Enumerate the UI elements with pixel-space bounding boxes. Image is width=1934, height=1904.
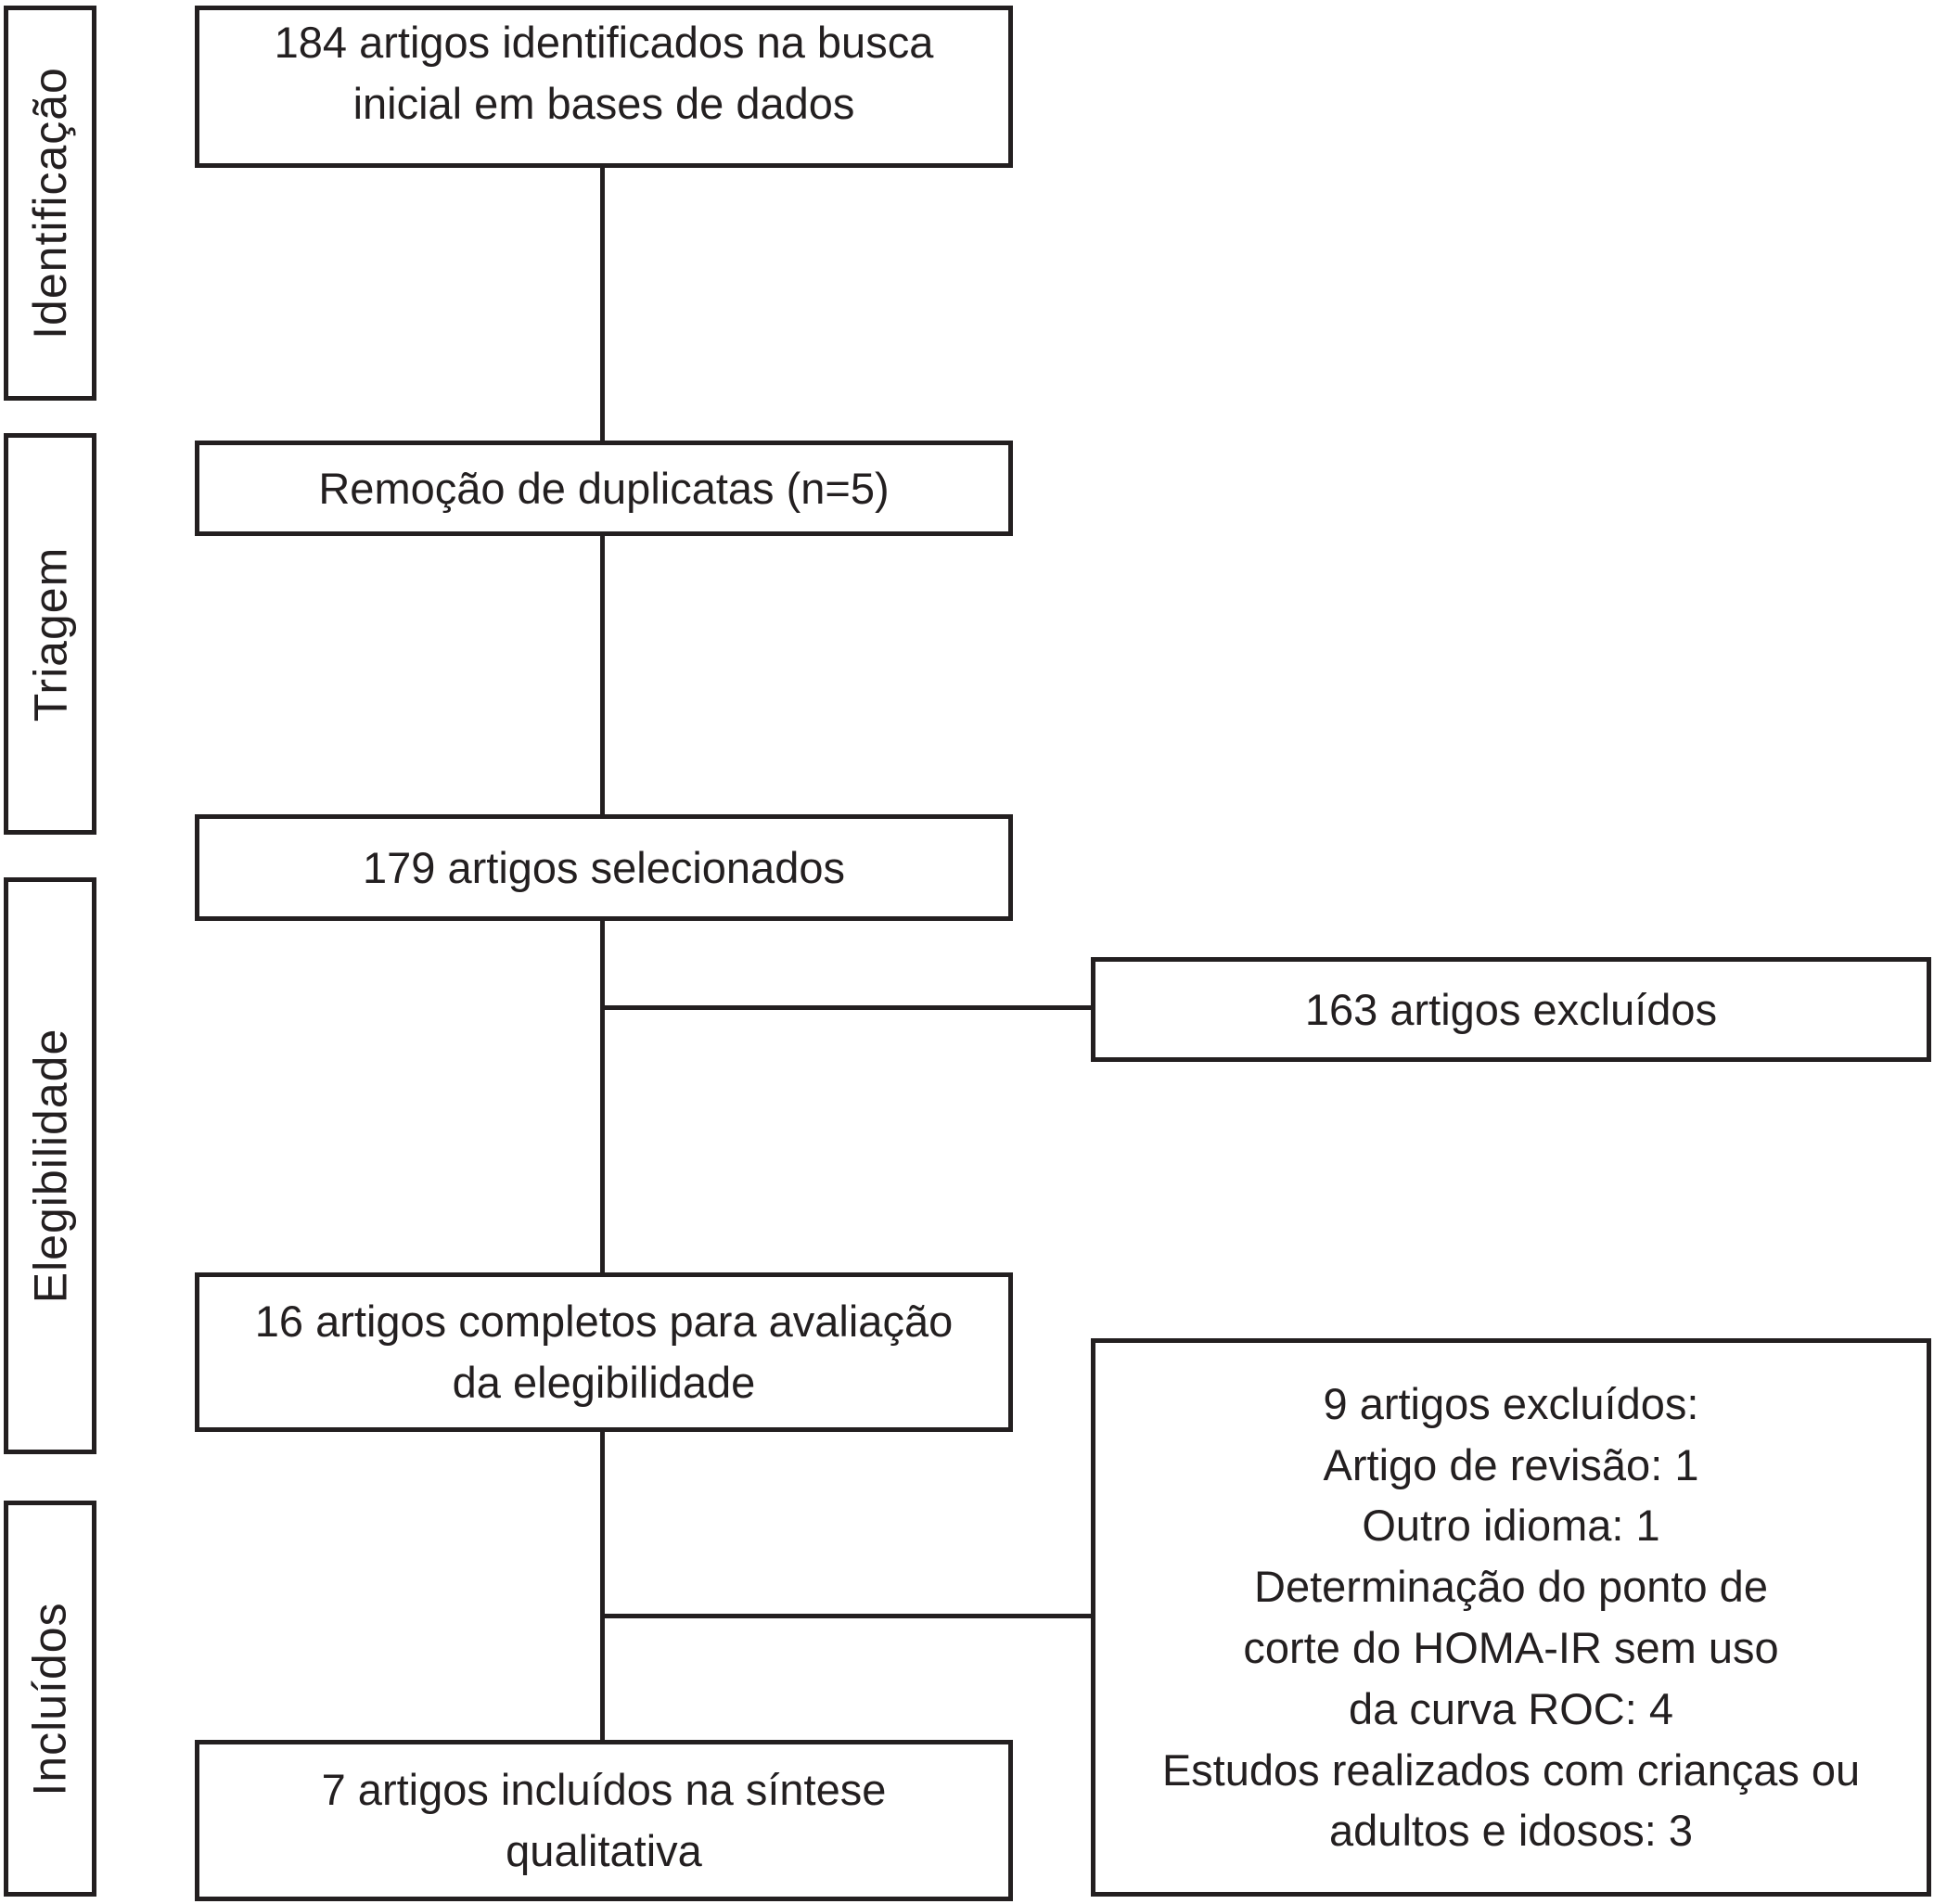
text-line: da curva ROC: 4	[1348, 1683, 1674, 1733]
text-line: da elegibilidade	[452, 1358, 756, 1407]
text-line: Artigo de revisão: 1	[1323, 1439, 1699, 1489]
text-line: 163 artigos excluídos	[1304, 984, 1718, 1034]
connector-duplicates-to-screened	[600, 536, 605, 814]
box-excluded-reasons: 9 artigos excluídos: Artigo de revisão: …	[1091, 1338, 1931, 1897]
text-line: Remoção de duplicatas (n=5)	[318, 463, 890, 513]
stage-band-identification: Identificação	[4, 6, 96, 401]
box-identified: 184 artigos identificados na busca inici…	[195, 6, 1013, 168]
text-line: Estudos realizados com crianças ou	[1161, 1744, 1861, 1795]
box-included-synthesis: 7 artigos incluídos na síntese qualitati…	[195, 1740, 1013, 1901]
text-line: 184 artigos identificados na busca	[274, 17, 934, 67]
stage-band-screening: Triagem	[4, 433, 96, 835]
stage-band-included: Incluídos	[4, 1501, 96, 1897]
text-line: 16 artigos completos para avaliação	[254, 1297, 954, 1347]
box-duplicates-removed: Remoção de duplicatas (n=5)	[195, 441, 1013, 536]
text-line: adultos e idosos: 3	[1329, 1806, 1693, 1856]
stage-label-identification: Identificação	[24, 67, 76, 339]
box-excluded: 163 artigos excluídos	[1091, 957, 1931, 1062]
box-screened: 179 artigos selecionados	[195, 814, 1013, 921]
text-line: 7 artigos incluídos na síntese	[321, 1765, 887, 1815]
text-line: corte do HOMA-IR sem uso	[1243, 1623, 1779, 1672]
text-line: Outro idioma: 1	[1362, 1501, 1660, 1551]
connector-screened-to-fulltext	[600, 921, 605, 1272]
stage-label-included: Incluídos	[24, 1601, 76, 1796]
text-line: 9 artigos excluídos:	[1323, 1378, 1699, 1428]
connector-branch-excluded-reasons	[602, 1614, 1091, 1618]
stage-label-screening: Triagem	[24, 546, 76, 722]
text-line: 179 artigos selecionados	[363, 842, 845, 892]
text-line: qualitativa	[506, 1826, 702, 1875]
stage-label-eligibility: Elegibilidade	[24, 1028, 77, 1304]
connector-fulltext-to-included	[600, 1432, 605, 1740]
connector-branch-excluded	[602, 1005, 1091, 1010]
stage-band-eligibility: Elegibilidade	[4, 877, 96, 1454]
box-fulltext-assessed: 16 artigos completos para avaliação da e…	[195, 1272, 1013, 1432]
text-line: Determinação do ponto de	[1254, 1562, 1768, 1612]
text-line: inicial em bases de dados	[352, 78, 855, 128]
connector-identified-to-duplicates	[600, 168, 605, 441]
